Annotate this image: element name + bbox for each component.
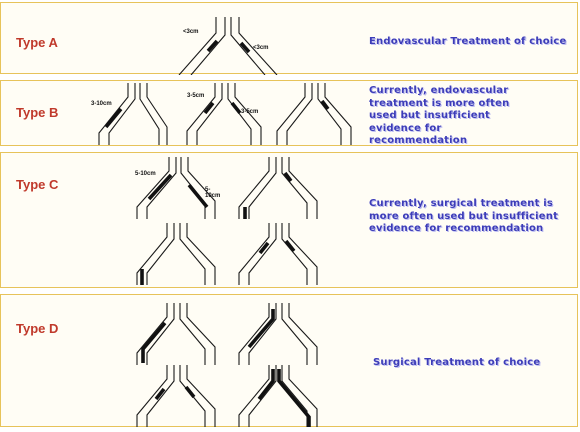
type-c-diagram-1: 5-10cm 5-10cm [131,157,221,219]
type-b-diagram-2: 3-5cm 3-5cm [183,83,263,145]
type-c-recommendation: Currently, surgical treatment is more of… [369,198,574,236]
type-c-lesion-label-1: 5-10cm [135,171,156,177]
type-b-lesion-1 [106,109,121,127]
type-c-diagram-2 [233,157,323,219]
type-b-lesion-label-3: 3-5cm [241,109,258,115]
type-b-lesion-label-1: 3-10cm [91,101,112,107]
type-d-bifurcation-2 [233,303,323,365]
type-d-label: Type D [16,321,58,336]
type-d-lesion-1 [143,323,165,363]
type-a-label: Type A [16,35,58,50]
panel-type-c: Type C 5-10cm 5-10cm [0,152,578,288]
type-d-recommendation: Surgical Treatment of choice [373,357,573,370]
type-d-diagram-1 [131,303,221,365]
type-b-label: Type B [16,105,58,120]
type-a-recommendation: Endovascular Treatment of choice [369,36,577,49]
type-c-bifurcation-4 [233,223,323,285]
type-b-lesion-label-2: 3-5cm [187,93,204,99]
type-b-lesion-3 [232,103,240,113]
type-c-diagram-3 [131,223,221,285]
type-a-lesion-label-2: <3cm [253,45,269,51]
panel-type-d: Type D [0,294,578,427]
type-d-lesion-6 [279,369,309,427]
type-c-diagram-4 [233,223,323,285]
type-d-bifurcation-1 [131,303,221,365]
type-c-label: Type C [16,177,58,192]
type-d-bifurcation-3 [131,365,221,427]
type-c-lesion-4 [285,173,291,181]
type-c-bifurcation-2 [233,157,323,219]
type-c-lesion-6 [260,243,268,253]
type-d-diagram-3 [131,365,221,427]
type-b-bifurcation-1 [93,83,168,145]
type-c-lesion-label-2: 5-10cm [205,187,221,199]
type-b-bifurcation-3 [273,83,353,145]
type-b-lesion-4 [322,101,328,109]
type-d-diagram-4 [233,365,323,427]
type-d-bifurcation-4 [233,365,323,427]
type-d-diagram-2 [233,303,323,365]
type-d-lesion-5 [259,369,273,399]
panel-type-b: Type B 3-10cm 3-5cm 3-5cm [0,80,578,146]
type-c-bifurcation-3 [131,223,221,285]
panel-type-a: Type A <3cm <3cm Endovascular Treatment … [0,2,578,74]
type-b-recommendation: Currently, endovascular treatment is mor… [369,85,529,148]
type-a-diagram: <3cm <3cm [171,17,281,75]
type-b-diagram-1: 3-10cm [93,83,168,145]
type-c-lesion-1 [149,175,171,199]
type-a-lesion-label-1: <3cm [183,29,199,35]
type-d-lesion-4 [186,387,194,397]
type-b-diagram-3 [273,83,353,145]
